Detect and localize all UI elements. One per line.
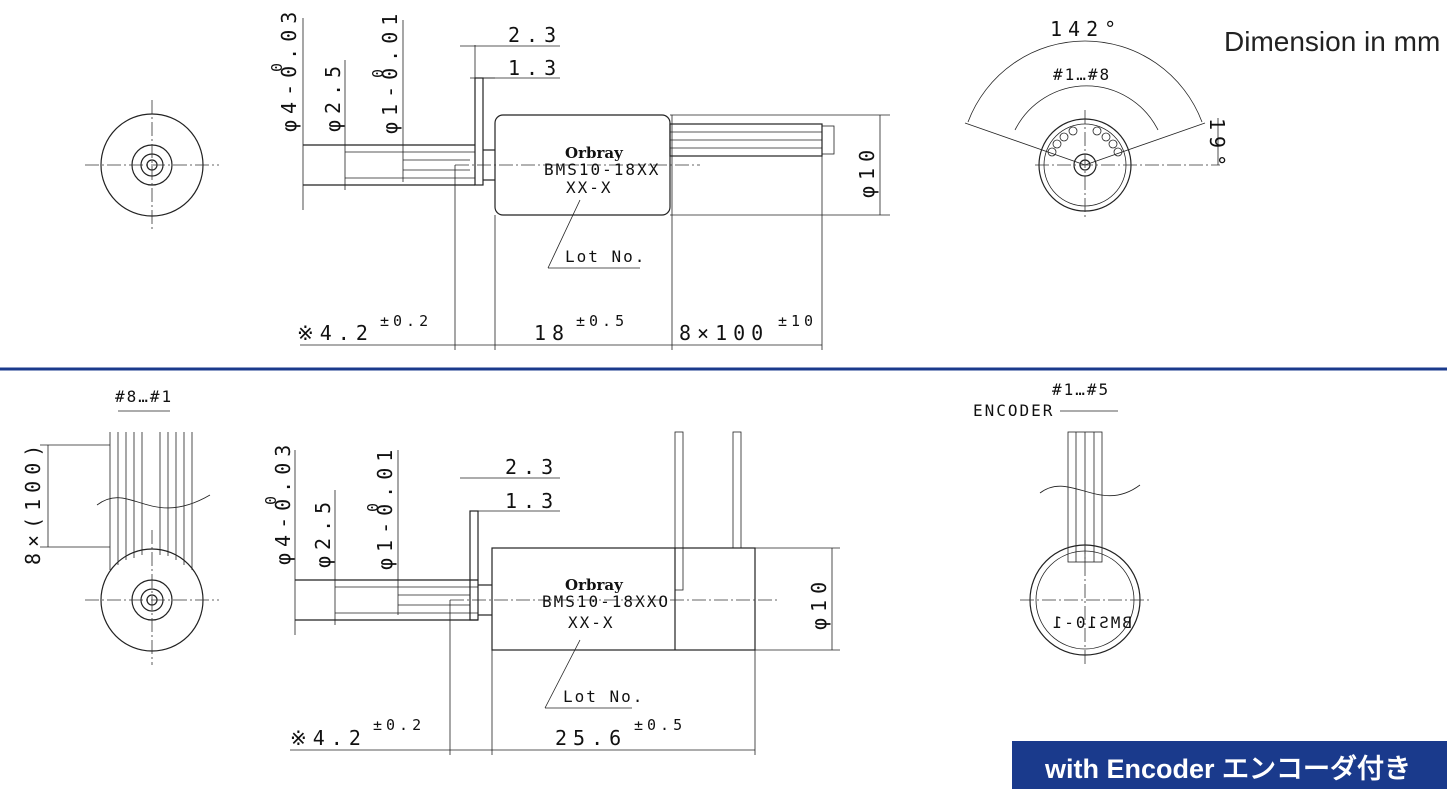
bottom-side-labels: φ4-0.03 0 φ2.5 φ1-0.01 0 2.3 1.3 φ10 ※4.… bbox=[262, 439, 831, 750]
top-dim-shaft-small: φ1-0.01 bbox=[378, 8, 402, 134]
top-dim-shaft-mid: φ2.5 bbox=[321, 60, 345, 132]
banner-text: with Encoder エンコーダ付き bbox=[1044, 753, 1411, 784]
bottom-rear-labels: ENCODER #1…#5 bbox=[973, 380, 1110, 420]
top-lot-label: Lot No. bbox=[565, 247, 646, 266]
top-dim-lead-len: 8×100 bbox=[679, 321, 769, 345]
top-dim-body-dia: φ10 bbox=[855, 144, 879, 198]
svg-text:0: 0 bbox=[364, 499, 382, 512]
bottom-lead-len-left: 8×(100) bbox=[21, 439, 45, 565]
top-brand: Orbray bbox=[565, 144, 624, 162]
top-pin-range: #1…#8 bbox=[1053, 65, 1111, 84]
encoder-banner: with Encoder エンコーダ付き bbox=[1012, 741, 1447, 789]
bottom-dim-shaft-mid: φ2.5 bbox=[311, 496, 335, 568]
top-dim-shaft-big: φ4-0.03 bbox=[277, 6, 301, 132]
bottom-rear-view: BMS10-1 bbox=[1020, 410, 1150, 665]
svg-text:0: 0 bbox=[369, 65, 387, 78]
top-side-view bbox=[300, 18, 890, 350]
bottom-dim-shaft-small: φ1-0.01 bbox=[373, 444, 397, 570]
bottom-dim-shaft-big: φ4-0.03 bbox=[271, 439, 295, 565]
bottom-dim-body-dia: φ10 bbox=[807, 576, 831, 630]
top-dim-1-3: 1.3 bbox=[508, 56, 562, 80]
bottom-brand: Orbray bbox=[565, 576, 624, 594]
bottom-mirror-text: BMS10-1 bbox=[1051, 613, 1132, 632]
top-rear-view bbox=[964, 40, 1220, 220]
bottom-dim-2-3: 2.3 bbox=[505, 455, 559, 479]
top-dim-2-3: 2.3 bbox=[508, 23, 562, 47]
top-front-view bbox=[85, 100, 219, 232]
unit-label: Dimension in mm bbox=[1224, 26, 1440, 57]
bottom-lot-label: Lot No. bbox=[563, 687, 644, 706]
bottom-side-view bbox=[290, 431, 840, 755]
bottom-front-view bbox=[40, 410, 219, 665]
top-angle-142: 142° bbox=[1050, 17, 1122, 41]
bottom-dim-1-3: 1.3 bbox=[505, 489, 559, 513]
svg-text:±0.5: ±0.5 bbox=[634, 716, 686, 734]
bottom-pin-range-left: #8…#1 bbox=[115, 387, 173, 406]
top-dim-body-len: 18 bbox=[534, 321, 570, 345]
bottom-variant: XX-X bbox=[568, 613, 615, 632]
svg-text:0: 0 bbox=[262, 492, 280, 505]
top-angle-19: 19° bbox=[1205, 118, 1229, 172]
svg-text:±0.2: ±0.2 bbox=[380, 312, 432, 330]
svg-text:0: 0 bbox=[268, 59, 286, 72]
top-variant: XX-X bbox=[566, 178, 613, 197]
top-rear-labels: 142° 19° #1…#8 bbox=[1050, 17, 1229, 172]
svg-text:±0.5: ±0.5 bbox=[576, 312, 628, 330]
bottom-dim-body-len: 25.6 bbox=[555, 726, 627, 750]
bottom-pin-range-right: #1…#5 bbox=[1052, 380, 1110, 399]
svg-text:±0.2: ±0.2 bbox=[373, 716, 425, 734]
bottom-model: BMS10-18XXO bbox=[542, 592, 670, 611]
bottom-encoder-label: ENCODER bbox=[973, 401, 1054, 420]
svg-text:±10: ±10 bbox=[778, 312, 817, 330]
top-dim-shaft-len: ※4.2 bbox=[297, 321, 374, 345]
top-model: BMS10-18XX bbox=[544, 160, 660, 179]
bottom-front-labels: #8…#1 8×(100) bbox=[21, 387, 173, 565]
bottom-dim-shaft-len: ※4.2 bbox=[290, 726, 367, 750]
top-side-labels: φ4-0.03 0 φ2.5 φ1-0.01 0 2.3 1.3 φ10 ※4.… bbox=[268, 6, 879, 345]
